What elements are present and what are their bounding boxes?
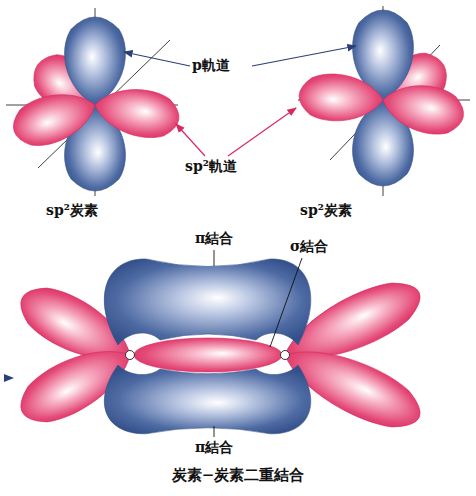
bond-label: π結合 [195, 230, 233, 247]
caption: 炭素−炭素二重結合 [172, 466, 305, 484]
sp2-orbital-lobe [298, 72, 384, 123]
sp2-orbital-lobe [378, 77, 468, 140]
pi-bond-cloud [104, 259, 310, 345]
orbital-label: sp²軌道 [185, 158, 237, 175]
carbon-label: sp²炭素 [46, 202, 98, 219]
leader-line [270, 258, 302, 347]
callout-arrow [228, 108, 296, 156]
pointer-mark [4, 374, 14, 382]
callout-arrow [252, 46, 356, 66]
caption-block: 炭素−炭素二重結合 [0, 466, 476, 485]
carbon-nucleus [126, 351, 135, 360]
carbon-label: sp²炭素 [300, 202, 352, 219]
callout-arrow [176, 124, 205, 156]
callout-arrow [124, 52, 190, 66]
leader-line [214, 250, 215, 266]
orbital-art [4, 6, 470, 441]
carbon-nucleus [281, 351, 290, 360]
pi-bond-cloud [104, 365, 310, 434]
sp2-orbital-lobe [91, 82, 183, 143]
leader-line [214, 426, 215, 437]
bond-label: π結合 [195, 439, 233, 456]
p-orbital-lobe [65, 17, 126, 105]
sp2-orbital-lobe [7, 83, 102, 154]
sigma-bond [134, 338, 282, 372]
bond-label: σ結合 [290, 238, 328, 255]
orbital-label: p軌道 [192, 57, 230, 74]
